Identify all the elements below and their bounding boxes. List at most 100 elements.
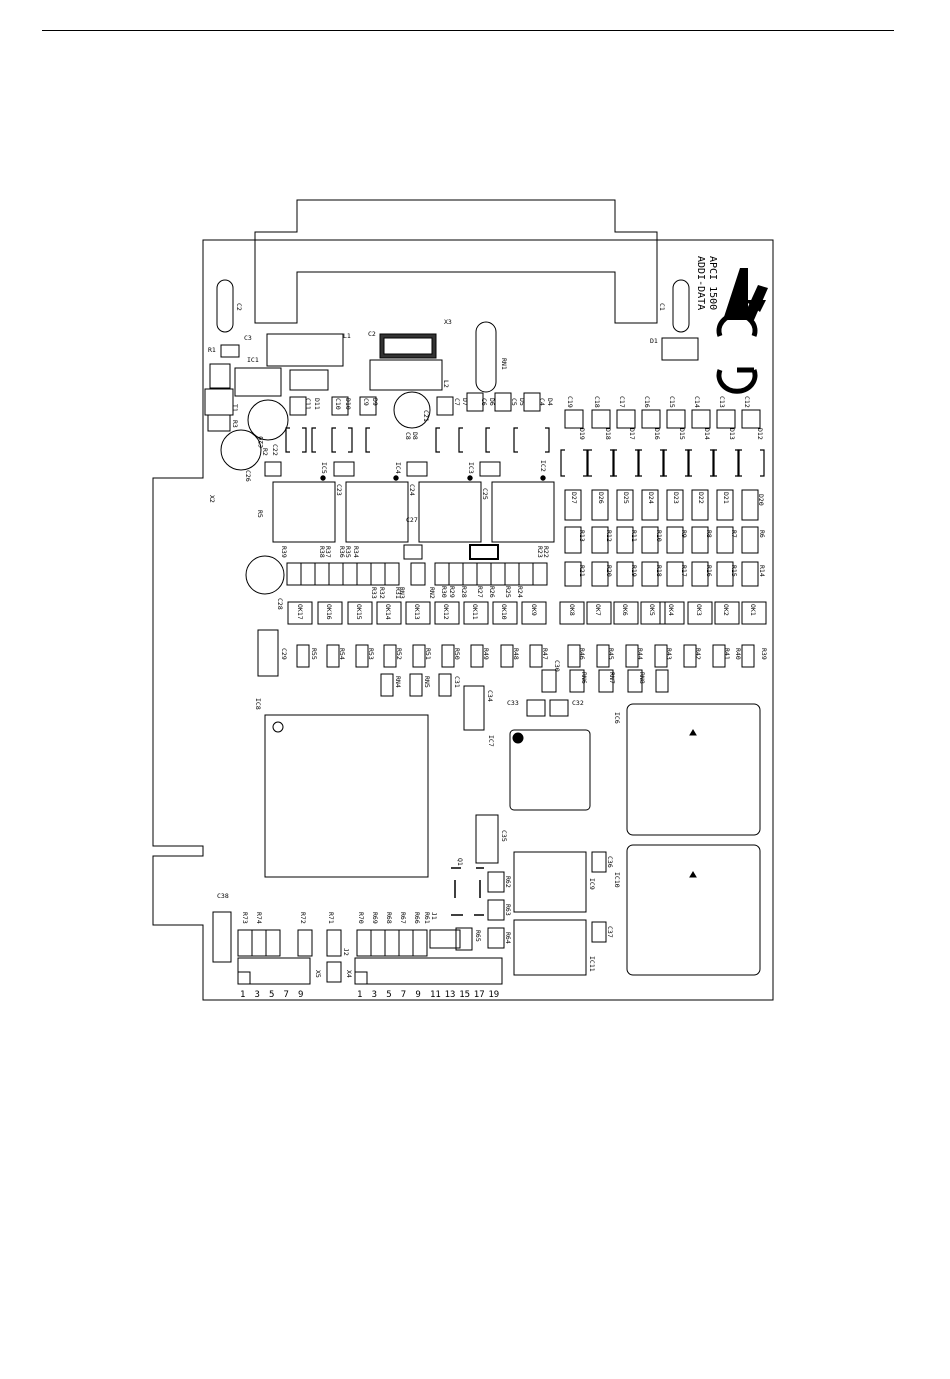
label-d16: D16 — [653, 428, 661, 440]
c35 — [475, 814, 499, 864]
label-ok10: OK10 — [500, 604, 508, 620]
label-c33: C33 — [507, 699, 519, 707]
label-c26: C26 — [244, 470, 252, 482]
label-c6: C6 — [480, 398, 488, 406]
label-ok11: OK11 — [471, 604, 479, 620]
ic4 — [345, 481, 409, 543]
label-r46: R46 — [578, 648, 586, 660]
connector-pin-label: 5 — [386, 990, 391, 1000]
label-r1: R1 — [208, 346, 216, 354]
label-ic4: IC4 — [394, 462, 402, 474]
label-r42: R42 — [694, 648, 702, 660]
label-r21: R21 — [578, 565, 586, 577]
label-r33: R33 — [370, 587, 378, 599]
label-c4: C4 — [538, 398, 546, 406]
label-rn6: RN6 — [580, 672, 588, 684]
label-ok9: OK9 — [530, 604, 538, 616]
label-ok5: OK5 — [648, 604, 656, 616]
c38 — [212, 911, 232, 963]
label-r22: R22 — [542, 546, 550, 558]
label-x5: X5 — [314, 970, 322, 978]
label-r25: R25 — [504, 586, 512, 598]
label-ok1: OK1 — [749, 604, 757, 616]
label-r29: R29 — [448, 586, 456, 598]
connector-x4 — [354, 957, 503, 985]
label-r7: R7 — [730, 530, 738, 538]
label-d21: D21 — [722, 492, 730, 504]
rn1-oval — [475, 321, 497, 393]
label-d26: D26 — [597, 492, 605, 504]
label-c22: C22 — [271, 444, 279, 456]
cap-c21-circle — [393, 391, 431, 429]
label-ok17: OK17 — [296, 604, 304, 620]
label-ok16: OK16 — [325, 604, 333, 620]
label-r48: R48 — [512, 648, 520, 660]
label-d4: D4 — [546, 398, 554, 406]
label-j2: J2 — [342, 948, 350, 956]
label-x4: X4 — [345, 970, 353, 978]
label-d6: D6 — [488, 398, 496, 406]
label-r23: R23 — [536, 546, 544, 558]
cap-c2-oval — [216, 279, 234, 333]
label-c28: C28 — [276, 598, 284, 610]
label-c34: C34 — [486, 690, 494, 702]
label-rn7: RN7 — [608, 672, 616, 684]
label-d11: D11 — [313, 398, 321, 410]
label-ic11: IC11 — [588, 956, 596, 972]
connector-pin-label: 3 — [372, 990, 377, 1000]
label-c13: C13 — [718, 396, 726, 408]
label-ok4: OK4 — [667, 604, 675, 616]
label-r14: R14 — [758, 565, 766, 577]
label-c30: C30 — [553, 660, 561, 672]
inductor-l2 — [369, 359, 443, 391]
label-r61: R61 — [423, 912, 431, 924]
label-r13: R13 — [578, 530, 586, 542]
label-r20: R20 — [605, 565, 613, 577]
label-c29: C29 — [280, 648, 288, 660]
label-r16: R16 — [705, 565, 713, 577]
label-rn2: RN2 — [428, 587, 436, 599]
label-r10: R10 — [655, 530, 663, 542]
label-q1: Q1 — [456, 858, 464, 866]
label-x2: X2 — [208, 495, 216, 503]
ic3 — [418, 481, 482, 543]
label-r39b: R39 — [760, 648, 768, 660]
label-ic10: IC10 — [613, 872, 621, 888]
label-r71: R71 — [327, 912, 335, 924]
label-c7: C7 — [453, 398, 461, 406]
label-r45: R45 — [607, 648, 615, 660]
label-c21: C21 — [422, 410, 430, 422]
connector-pin-label: 9 — [415, 990, 420, 1000]
label-ic9: IC9 — [588, 878, 596, 890]
label-c1: C1 — [658, 303, 666, 311]
label-ok13: OK13 — [413, 604, 421, 620]
label-r49: R49 — [482, 648, 490, 660]
connector-pin-label: 3 — [255, 990, 260, 1000]
connector-pin-label: 7 — [401, 990, 406, 1000]
label-r52: R52 — [395, 648, 403, 660]
label-r27: R27 — [476, 586, 484, 598]
label-d17: D17 — [628, 428, 636, 440]
ic9 — [513, 851, 587, 913]
label-r67: R67 — [399, 912, 407, 924]
label-c35: C35 — [500, 830, 508, 842]
label-ic6: IC6 — [613, 712, 621, 724]
ic6 — [626, 703, 761, 836]
label-d19: D19 — [578, 428, 586, 440]
label-rn8: RN8 — [638, 672, 646, 684]
label-r12: R12 — [605, 530, 613, 542]
label-l2: L2 — [442, 380, 450, 388]
ic10 — [626, 844, 761, 976]
label-d23: D23 — [672, 492, 680, 504]
ic11 — [513, 919, 587, 976]
label-ok2: OK2 — [722, 604, 730, 616]
label-r34: R34 — [352, 546, 360, 558]
label-c10: C10 — [334, 398, 342, 410]
label-r28: R28 — [460, 586, 468, 598]
dsub-connector — [254, 199, 658, 324]
label-c16: C16 — [643, 396, 651, 408]
label-r5: R5 — [256, 510, 264, 518]
label-c38: C38 — [217, 892, 229, 900]
cap-c28-circle — [245, 555, 285, 595]
label-rn4: RN4 — [394, 676, 402, 688]
